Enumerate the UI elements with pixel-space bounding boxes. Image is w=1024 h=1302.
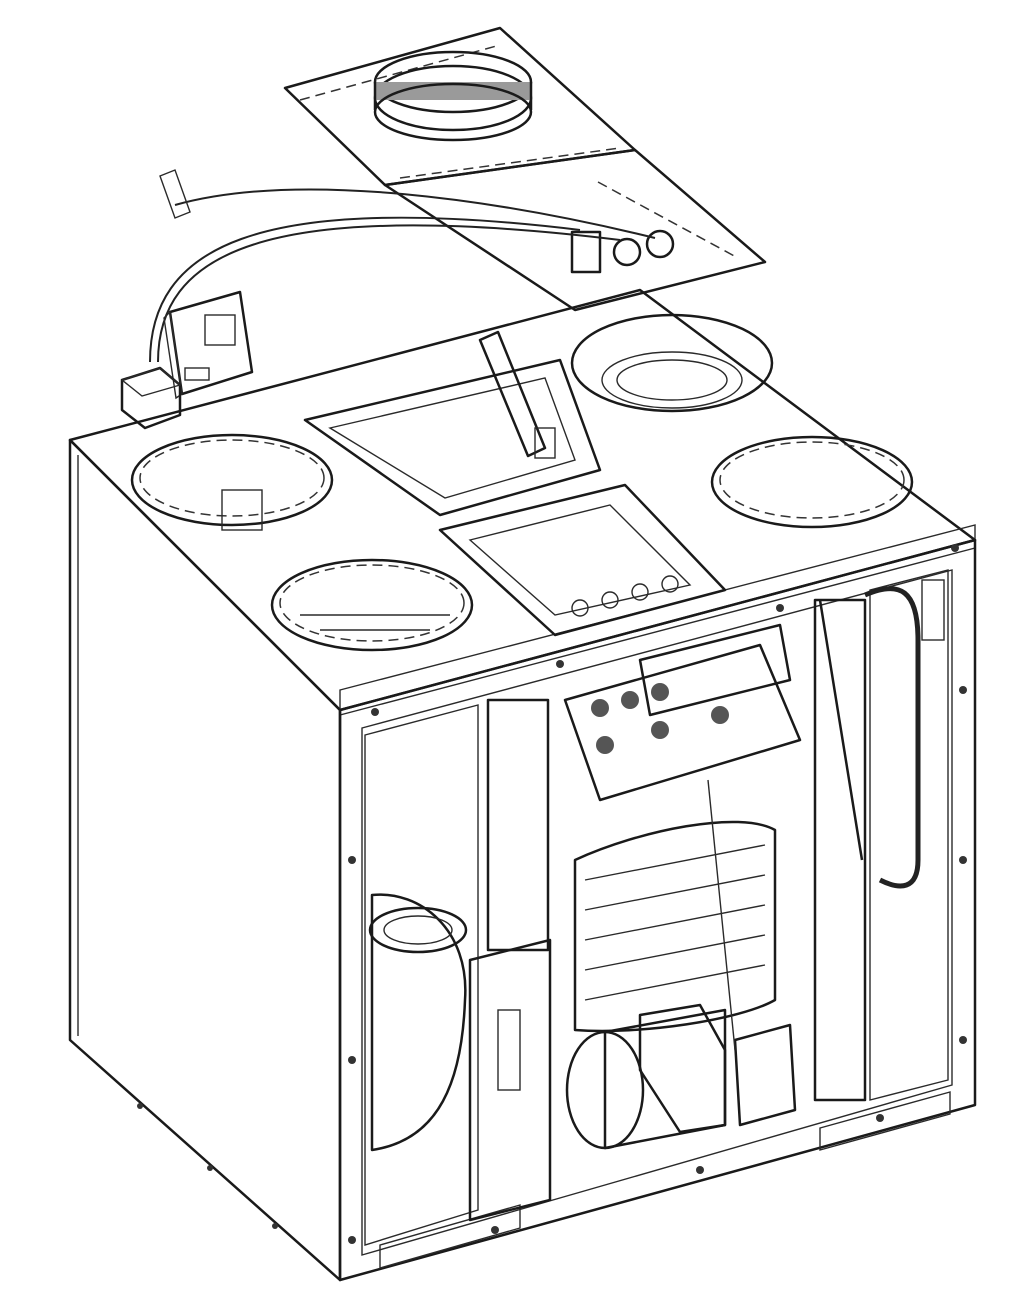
casing-left-side (68, 438, 342, 1282)
motor-mounting-bracket (733, 1023, 797, 1127)
top-service-opening-rear (303, 358, 602, 517)
left-divider-panel (486, 698, 550, 952)
electrical-box (563, 643, 802, 802)
electrical-box-knockouts (591, 683, 729, 754)
casing-top (68, 288, 977, 712)
terminal-strip-glands (571, 575, 679, 617)
damper-actuator-arm (478, 330, 547, 458)
supply-fan (370, 893, 467, 1152)
duct-collar-front-right (710, 435, 914, 529)
casing-screws (137, 544, 967, 1244)
cable-glands (570, 229, 675, 274)
right-sensor (921, 579, 945, 641)
duct-collar-front-left (270, 558, 474, 652)
rotary-heat-exchanger (573, 820, 777, 1033)
duct-collar-rear-right (570, 313, 774, 413)
cable-label-tag (159, 169, 191, 219)
casing-front-frame (338, 538, 977, 1282)
bottom-bracket-right (819, 1091, 951, 1151)
filter-cartridges (638, 623, 792, 717)
control-cables (149, 188, 656, 363)
sensor-box (120, 366, 182, 430)
right-divider-panel (813, 598, 867, 1102)
drive-motor (565, 1003, 727, 1150)
top-service-opening-front (438, 483, 727, 637)
duct-collar-rear-left (130, 433, 334, 531)
lifted-cover-plate (283, 26, 767, 312)
left-control-board (468, 938, 552, 1222)
casing-front-interior (361, 569, 953, 1256)
room-control-unit (163, 290, 254, 400)
left-compartment (364, 704, 479, 1246)
condensate-pipe (864, 586, 921, 889)
right-compartment (869, 569, 949, 1101)
